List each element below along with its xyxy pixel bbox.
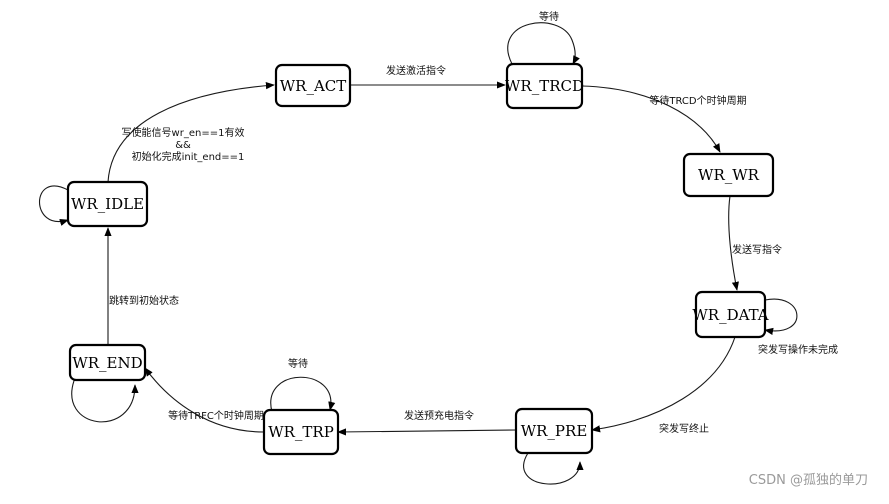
state-label: WR_PRE bbox=[521, 422, 588, 440]
label-wr-to-data: 发送写指令 bbox=[732, 243, 782, 256]
label-idle-to-act-line2: && bbox=[175, 140, 191, 151]
self-loop-pre bbox=[523, 452, 584, 485]
edge-wr-to-data bbox=[728, 195, 739, 291]
self-loop-end bbox=[71, 377, 139, 423]
label-trcd-to-wr: 等待TRCD个时钟周期 bbox=[649, 94, 746, 107]
state-label: WR_WR bbox=[698, 166, 760, 184]
self-loop-idle bbox=[39, 185, 69, 226]
label-data-to-pre: 突发写终止 bbox=[659, 422, 709, 435]
state-label: WR_END bbox=[72, 354, 142, 372]
state-wr-act: WR_ACT bbox=[274, 63, 352, 108]
state-label: WR_TRCD bbox=[505, 77, 584, 95]
label-act-to-trcd: 发送激活指令 bbox=[386, 64, 446, 77]
edge-trp-to-end bbox=[144, 367, 265, 433]
state-wr-end: WR_END bbox=[68, 343, 147, 382]
label-trp-self: 等待 bbox=[288, 357, 308, 370]
edge-trcd-to-wr bbox=[581, 85, 721, 153]
state-label: WR_IDLE bbox=[71, 195, 144, 213]
state-wr-pre: WR_PRE bbox=[514, 407, 594, 455]
edge-data-to-pre bbox=[591, 336, 736, 433]
state-wr-trcd: WR_TRCD bbox=[505, 62, 584, 110]
state-wr-idle: WR_IDLE bbox=[66, 180, 149, 228]
watermark: CSDN @孤独的单刀 bbox=[749, 472, 868, 488]
self-loop-trcd bbox=[507, 22, 580, 65]
label-trp-to-end: 等待TRFC个时钟周期 bbox=[168, 409, 264, 422]
state-wr-trp: WR_TRP bbox=[262, 408, 340, 456]
label-pre-to-trp: 发送预充电指令 bbox=[404, 409, 474, 422]
state-wr-wr: WR_WR bbox=[682, 152, 775, 198]
edge-idle-to-act bbox=[107, 82, 275, 183]
label-trcd-self: 等待 bbox=[539, 10, 559, 23]
state-label: WR_DATA bbox=[692, 306, 768, 324]
self-loop-trp bbox=[270, 376, 336, 413]
label-idle-to-act-line1: 写使能信号wr_en==1有效 bbox=[122, 126, 245, 139]
label-end-to-idle: 跳转到初始状态 bbox=[109, 294, 179, 307]
edge-pre-to-trp bbox=[337, 428, 517, 436]
state-label: WR_ACT bbox=[280, 77, 347, 95]
self-loop-data bbox=[764, 298, 798, 335]
state-wr-data: WR_DATA bbox=[692, 290, 769, 339]
state-label: WR_TRP bbox=[268, 423, 334, 441]
label-data-self: 突发写操作未完成 bbox=[758, 343, 838, 356]
label-idle-to-act-line3: 初始化完成init_end==1 bbox=[132, 150, 245, 163]
